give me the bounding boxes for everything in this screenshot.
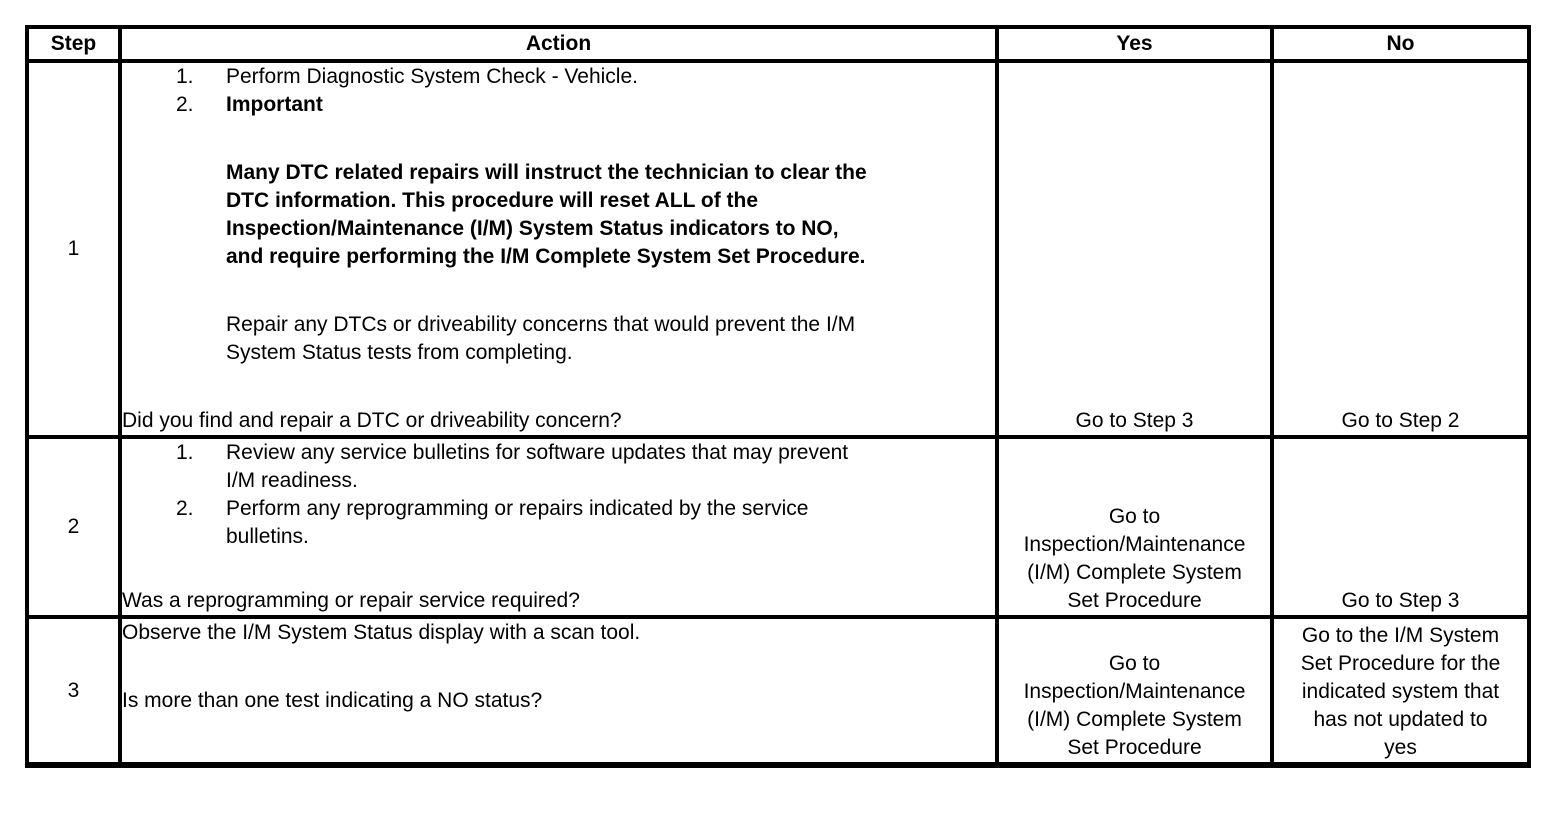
column-header-yes: Yes <box>995 25 1274 63</box>
step-number: 2 <box>25 435 122 619</box>
important-note: Many DTC related repairs will instruct t… <box>226 161 867 268</box>
list-item: 1. Perform Diagnostic System Check - Veh… <box>124 65 993 91</box>
action-cell: 1. Perform Diagnostic System Check - Veh… <box>118 59 999 439</box>
no-cell: Go to the I/M System Set Procedure for t… <box>1270 615 1531 767</box>
list-item-text: Review any service bulletins for softwar… <box>226 441 849 492</box>
list-item: 1. Review any service bulletins for soft… <box>124 441 993 495</box>
step-question: Is more than one test indicating a NO st… <box>122 689 543 712</box>
list-item: 2. Perform any reprogramming or repairs … <box>124 495 993 551</box>
table-row-step-3: 3 Observe the I/M System Status display … <box>25 615 1531 767</box>
list-item-number: 1. <box>176 441 194 464</box>
list-item-text: Perform Diagnostic System Check - Vehicl… <box>226 65 638 88</box>
step-question: Did you find and repair a DTC or driveab… <box>122 409 622 432</box>
list-item-text: Important <box>226 93 323 116</box>
header-row: Step Action Yes No <box>25 25 1531 63</box>
no-cell: Go to Step 3 <box>1270 435 1531 619</box>
column-header-no: No <box>1270 25 1531 63</box>
list-item-text: Perform any reprogramming or repairs ind… <box>226 497 809 548</box>
yes-cell: Go to Inspection/Maintenance (I/M) Compl… <box>995 615 1274 767</box>
yes-cell: Go to Step 3 <box>995 59 1274 439</box>
list-item-number: 2. <box>176 497 194 520</box>
column-header-action: Action <box>118 25 999 63</box>
table-row-step-2: 2 1. Review any service bulletins for so… <box>25 435 1531 619</box>
list-item: 2. Important <box>124 91 993 119</box>
step-number: 3 <box>25 615 122 767</box>
table-row-step-1: 1 1. Perform Diagnostic System Check - V… <box>25 59 1531 439</box>
list-item-number: 2. <box>176 93 194 116</box>
action-cell: 1. Review any service bulletins for soft… <box>118 435 999 619</box>
instruction-paragraph: Repair any DTCs or driveability concerns… <box>226 313 856 364</box>
step-question: Was a reprogramming or repair service re… <box>122 589 580 612</box>
column-header-step: Step <box>25 25 122 63</box>
instruction-paragraph: Observe the I/M System Status display wi… <box>122 621 641 644</box>
list-item-number: 1. <box>176 65 194 88</box>
action-cell: Observe the I/M System Status display wi… <box>118 615 999 767</box>
no-cell: Go to Step 2 <box>1270 59 1531 439</box>
step-number: 1 <box>25 59 122 439</box>
diagnostic-procedure-table: Step Action Yes No 1 1. Perform Diagnost… <box>25 25 1531 768</box>
yes-cell: Go to Inspection/Maintenance (I/M) Compl… <box>995 435 1274 619</box>
